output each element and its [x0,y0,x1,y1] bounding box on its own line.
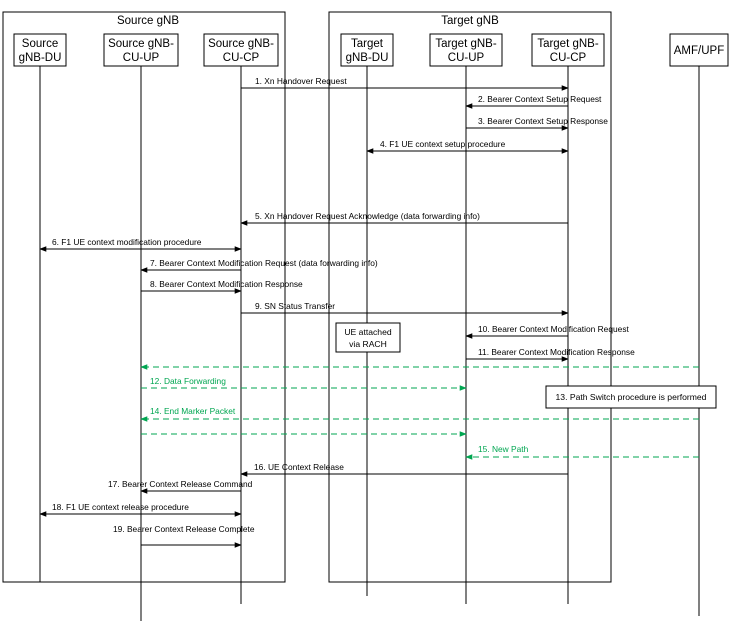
svg-text:CU-UP: CU-UP [123,52,160,64]
entity-source-cu-cp: Source gNB- CU-CP [203,33,279,67]
entity-source-cu-up: Source gNB- CU-UP [103,33,179,67]
target-gnb-group [328,11,612,583]
svg-text:13. Path Switch procedure is p: 13. Path Switch procedure is performed [556,392,707,402]
msg-6-label: 6. F1 UE context modification procedure [52,237,202,247]
msg-19-label: 19. Bearer Context Release Complete [113,524,255,534]
entity-amf-upf: AMF/UPF [669,33,729,67]
msg-11-label: 11. Bearer Context Modification Response [478,347,635,357]
svg-text:Source: Source [22,38,58,50]
msg-9-label: 9. SN Status Transfer [255,301,335,311]
svg-text:gNB-DU: gNB-DU [19,52,62,64]
svg-text:Target: Target [351,38,384,50]
svg-text:CU-CP: CU-CP [550,52,587,64]
svg-text:gNB-DU: gNB-DU [346,52,389,64]
svg-text:CU-CP: CU-CP [223,52,260,64]
msg-4-label: 4. F1 UE context setup procedure [380,139,506,149]
entity-target-cu-up: Target gNB- CU-UP [429,33,503,67]
msg-14-label: 14. End Marker Packet [150,406,236,416]
svg-text:AMF/UPF: AMF/UPF [674,45,724,57]
msg-5-label: 5. Xn Handover Request Acknowledge (data… [255,211,480,221]
source-gnb-group [2,11,286,583]
msg-7-label: 7. Bearer Context Modification Request (… [150,258,378,268]
msg-17-label: 17. Bearer Context Release Command [108,479,253,489]
svg-text:Target gNB-: Target gNB- [537,38,599,50]
svg-text:Source gNB-: Source gNB- [208,38,274,50]
svg-text:Source gNB-: Source gNB- [108,38,174,50]
entity-target-cu-cp: Target gNB- CU-CP [531,33,605,67]
path-switch-note: 13. Path Switch procedure is performed [545,385,717,409]
svg-text:via RACH: via RACH [349,339,387,349]
entity-source-du: Source gNB-DU [13,33,67,67]
msg-3-label: 3. Bearer Context Setup Response [478,116,608,126]
msg-16-label: 16. UE Context Release [254,462,344,472]
msg-1-label: 1. Xn Handover Request [255,76,347,86]
msg-8-label: 8. Bearer Context Modification Response [150,279,303,289]
svg-text:CU-UP: CU-UP [448,52,485,64]
svg-text:UE attached: UE attached [344,327,392,337]
svg-text:Target gNB-: Target gNB- [435,38,497,50]
msg-18-label: 18. F1 UE context release procedure [52,502,189,512]
msg-15-label: 15. New Path [478,444,529,454]
msg-12-label: 12. Data Forwarding [150,376,226,386]
ue-attached-note: UE attached via RACH [335,322,401,353]
msg-10-label: 10. Bearer Context Modification Request [478,324,630,334]
msg-2-label: 2. Bearer Context Setup Request [478,94,602,104]
entity-target-du: Target gNB-DU [340,33,394,67]
target-gnb-label: Target gNB [441,15,499,27]
source-gnb-label: Source gNB [117,15,179,27]
